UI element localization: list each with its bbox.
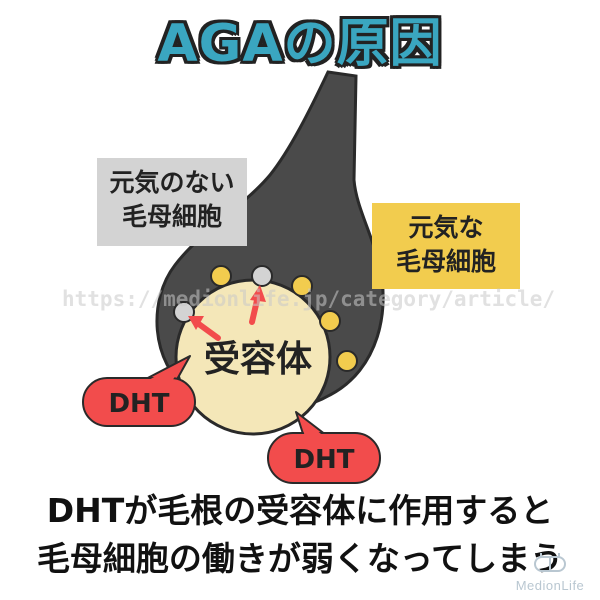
weak-cells-label-line2: 毛母細胞 [121,202,222,231]
arrow-to-weak-cell-left [188,316,221,341]
dht-label-left: DHT [108,389,170,419]
dht-bubble-right [267,411,381,484]
weak-cells-label: 元気のない 毛母細胞 [97,158,247,246]
weak-cell-dot [251,265,273,287]
dht-label-right: DHT [293,445,355,475]
arrow-to-weak-cell-right [249,285,266,325]
receptor-label: 受容体 [203,339,312,380]
pill-logo-icon [534,553,566,572]
url-watermark: https://medionlife.jp/category/article/ [62,287,556,311]
healthy-cells-label: 元気な 毛母細胞 [372,203,520,289]
healthy-cell-dot [210,265,232,287]
dht-bubble-left [82,355,196,427]
caption-line2: 毛母細胞の働きが弱くなってしまう [36,539,564,578]
page-title: AGAの原因 [157,14,443,74]
healthy-cells-label-line1: 元気な [408,213,484,242]
healthy-cell-dot [291,275,313,297]
medionlife-logo: MedionLife [510,552,590,593]
healthy-cell-dot [319,310,341,332]
caption-line1: DHTが毛根の受容体に作用すると [46,491,554,530]
logo-text: MedionLife [515,578,585,593]
healthy-cells-label-line2: 毛母細胞 [395,247,496,276]
healthy-cell-dot [336,350,358,372]
weak-cells-label-line1: 元気のない [109,168,235,197]
